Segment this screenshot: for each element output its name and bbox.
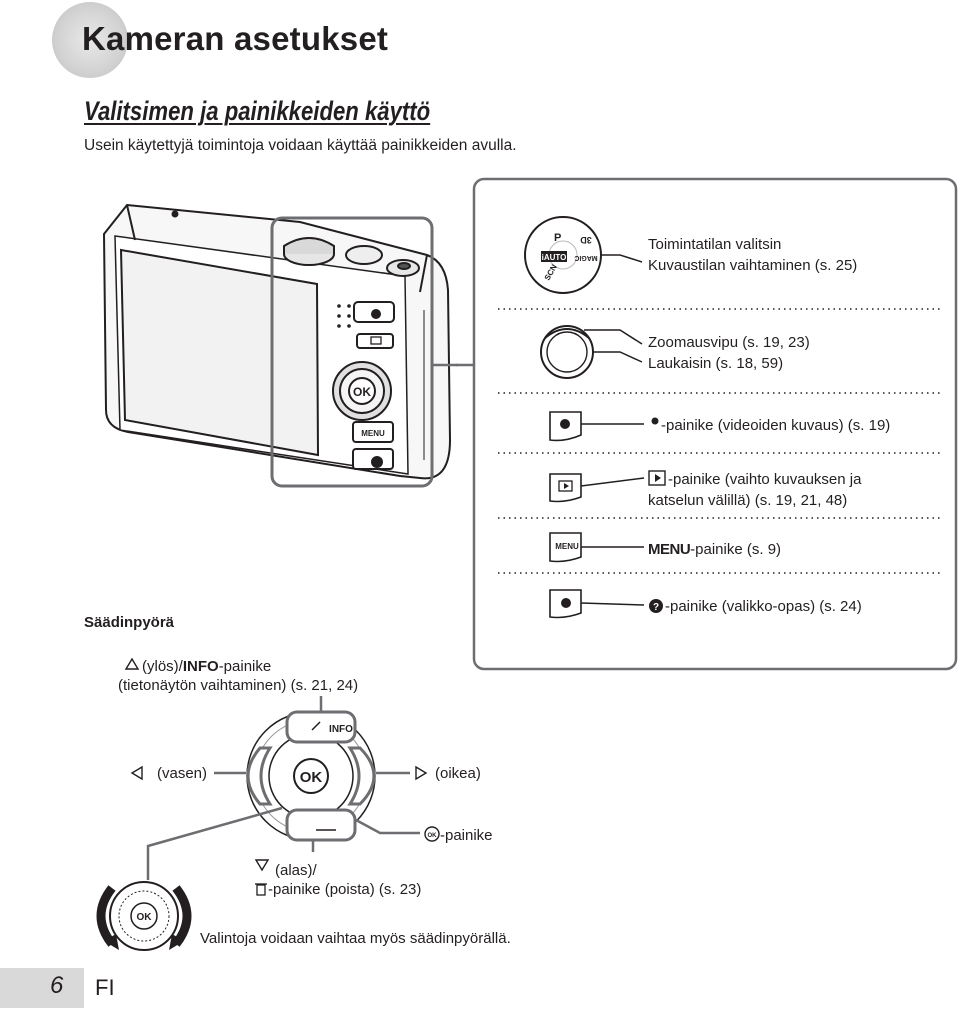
menu-key-text: MENU [648,541,691,558]
delete-button-label: -painike (poista) (s. 23) [268,881,422,898]
left-button-label: (vasen) [157,765,208,782]
dial-auto-label: iAUTO [542,253,567,262]
arrow-pad-title: Säädinpyörä [84,614,175,631]
right-button-label: (oikea) [435,765,481,782]
menu-button-text: -painike (s. 9) [690,541,782,558]
info-key-text: INFO [182,658,219,675]
camera-menu-label: MENU [361,429,385,438]
help-button-icon [549,589,582,619]
highlight-frame [270,216,434,488]
zoom-lever-label: Zoomausvipu (s. 19, 23) [648,334,810,351]
playback-button-icon [549,473,582,503]
up-text-end: -painike [218,658,272,675]
direction-symbols [124,657,428,872]
up-button-description: (tietonäytön vaihtaminen) (s. 21, 24) [118,677,359,694]
intro-text: Usein käytettyjä toimintoja voidaan käyt… [84,137,517,154]
menu-button-icon [549,532,582,563]
pad-ok-label: OK [300,769,323,786]
header-decoration [52,2,128,78]
playback-button-description: katselun välillä) (s. 19, 21, 48) [648,492,848,509]
dial-p-label: P [554,232,561,244]
playback-symbol [648,470,666,486]
dial-3d-label: 3D [580,235,592,245]
help-circle-symbol: ? [649,599,663,613]
up-text: (ylös)/ [142,658,183,675]
ok-circle-symbol: OK [424,826,440,842]
shutter-label: Laukaisin (s. 18, 59) [648,355,784,372]
dial-magic-label: MAGIC [574,254,597,261]
movie-button-label: -painike (videoiden kuvaus) (s. 19) [661,417,891,434]
arrow-pad-leaders [146,696,420,880]
svg-text:?: ? [653,602,659,613]
movie-dot-symbol [651,417,659,425]
shutter-icon [540,325,594,379]
dotted-separators [498,308,942,574]
trash-icon [255,883,267,896]
mode-dial-label: Toimintatilan valitsin [648,236,782,253]
camera-body [102,203,452,480]
up-button-label: (ylös)/INFO-painike [142,657,271,676]
pad-info-label: INFO [329,724,353,735]
wheel-ok-label: OK [137,912,153,923]
callout-box [472,177,958,671]
down-button-label: (alas)/ [275,862,317,879]
movie-button-icon [549,411,582,442]
menu-icon-label: MENU [555,542,579,551]
page-title: Kameran asetukset [82,20,389,57]
ok-button-label: -painike [440,827,493,844]
page-number: 6 [50,972,64,999]
page-number-tab [0,968,84,1008]
playback-button-label: -painike (vaihto kuvauksen ja [668,471,862,488]
help-button-label: -painike (valikko-opas) (s. 24) [665,598,862,615]
svg-text:OK: OK [428,833,438,839]
section-title: Valitsimen ja painikkeiden käyttö [84,96,431,126]
control-wheel-icon [96,881,192,951]
mode-dial-description: Kuvaustilan vaihtaminen (s. 25) [648,257,858,274]
arrow-pad [246,710,376,842]
language-code: FI [95,975,115,1000]
menu-button-label: MENU-painike (s. 9) [648,540,781,559]
camera-ok-label: OK [353,385,371,399]
control-wheel-note: Valintoja voidaan vaihtaa myös säädinpyö… [200,930,511,947]
